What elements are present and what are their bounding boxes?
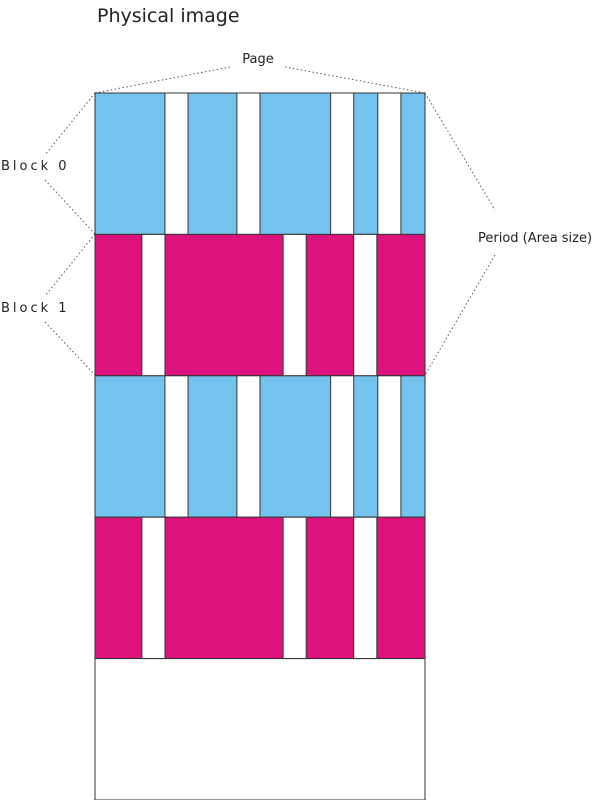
row-3-gap-1	[282, 516, 307, 660]
row-1-gap-0	[141, 233, 166, 377]
row-2-gap-2	[330, 375, 355, 518]
diagram-title: Physical image	[97, 5, 240, 27]
period-label: Period (Area size)	[478, 231, 592, 246]
period-leader-bottom	[424, 254, 496, 376]
block-0-label: Block 0	[1, 159, 70, 174]
row-0-gap-3	[377, 92, 402, 235]
row-1-gap-1	[282, 233, 307, 377]
block-1-leader-top	[44, 233, 96, 297]
block-0-leader-bottom	[44, 179, 96, 235]
block-1-label: Block 1	[1, 301, 70, 316]
page-rows	[94, 92, 426, 800]
page-leader-left	[94, 66, 231, 94]
row-2-gap-1	[236, 375, 261, 518]
row-4-empty	[94, 658, 426, 800]
row-0-gap-1	[236, 92, 261, 235]
row-2-gap-0	[164, 375, 189, 518]
page-leader-right	[284, 66, 426, 94]
period-leader-top	[424, 92, 496, 211]
row-0-gap-0	[164, 92, 189, 235]
row-2-gap-3	[377, 375, 402, 518]
page-label: Page	[242, 52, 273, 67]
row-3-gap-2	[353, 516, 378, 660]
block-1-leader-bottom	[44, 321, 96, 376]
row-0-gap-2	[330, 92, 355, 235]
row-1-gap-2	[353, 233, 378, 377]
row-3-gap-0	[141, 516, 166, 660]
block-0-leader-top	[44, 92, 96, 156]
